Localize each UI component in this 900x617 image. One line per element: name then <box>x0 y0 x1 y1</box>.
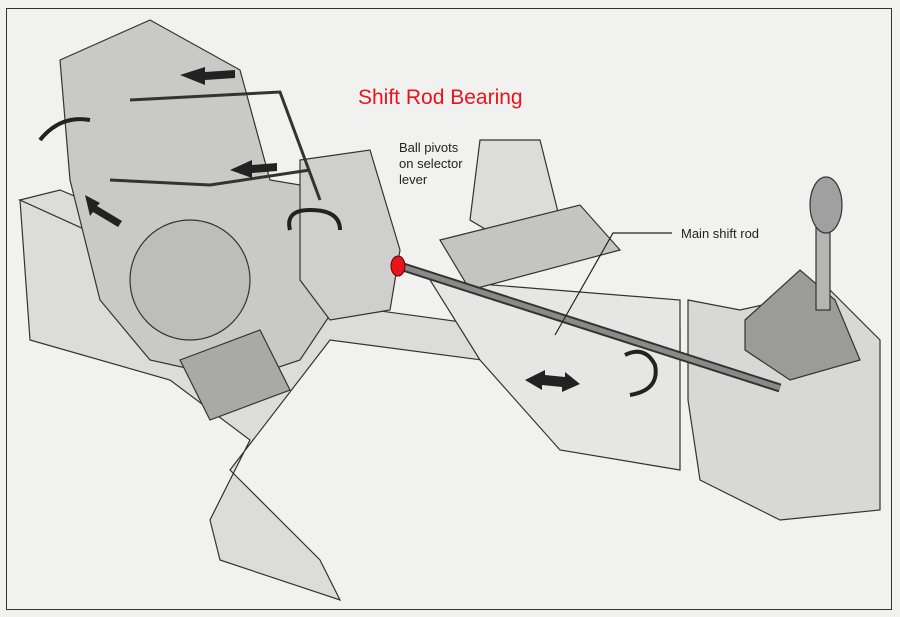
cv-boot <box>179 329 291 421</box>
diagram-border <box>6 8 892 610</box>
shift-rod-boot <box>439 204 622 291</box>
bell-housing <box>129 219 251 341</box>
shifter-gaiter <box>744 269 861 381</box>
selector-linkage <box>129 90 322 201</box>
shift-knob <box>809 176 843 234</box>
rotation-arrow-icon <box>624 349 658 397</box>
gate-rod <box>109 168 311 187</box>
tunnel-floor <box>428 279 681 471</box>
label-line: lever <box>399 172 428 187</box>
ball-pivots-label: Ball pivots on selector lever <box>399 140 463 188</box>
label-line: on selector <box>399 156 463 171</box>
double-arrow-icon <box>180 67 235 85</box>
rotation-arrow-icon <box>38 117 91 142</box>
gearbox-housing <box>59 19 341 381</box>
selector-housing <box>299 149 401 321</box>
double-arrow-icon <box>230 160 277 178</box>
label-line: Ball pivots <box>399 140 459 155</box>
main-shift-rod-leader <box>554 232 672 336</box>
double-arrow-icon <box>85 195 122 227</box>
shift-rod-bearing <box>390 255 406 277</box>
double-arrow-icon <box>525 370 580 392</box>
main-shift-rod-label: Main shift rod <box>681 226 760 241</box>
title-shift-rod-bearing: Shift Rod Bearing <box>358 86 523 109</box>
rotation-arrow-icon <box>287 207 342 231</box>
